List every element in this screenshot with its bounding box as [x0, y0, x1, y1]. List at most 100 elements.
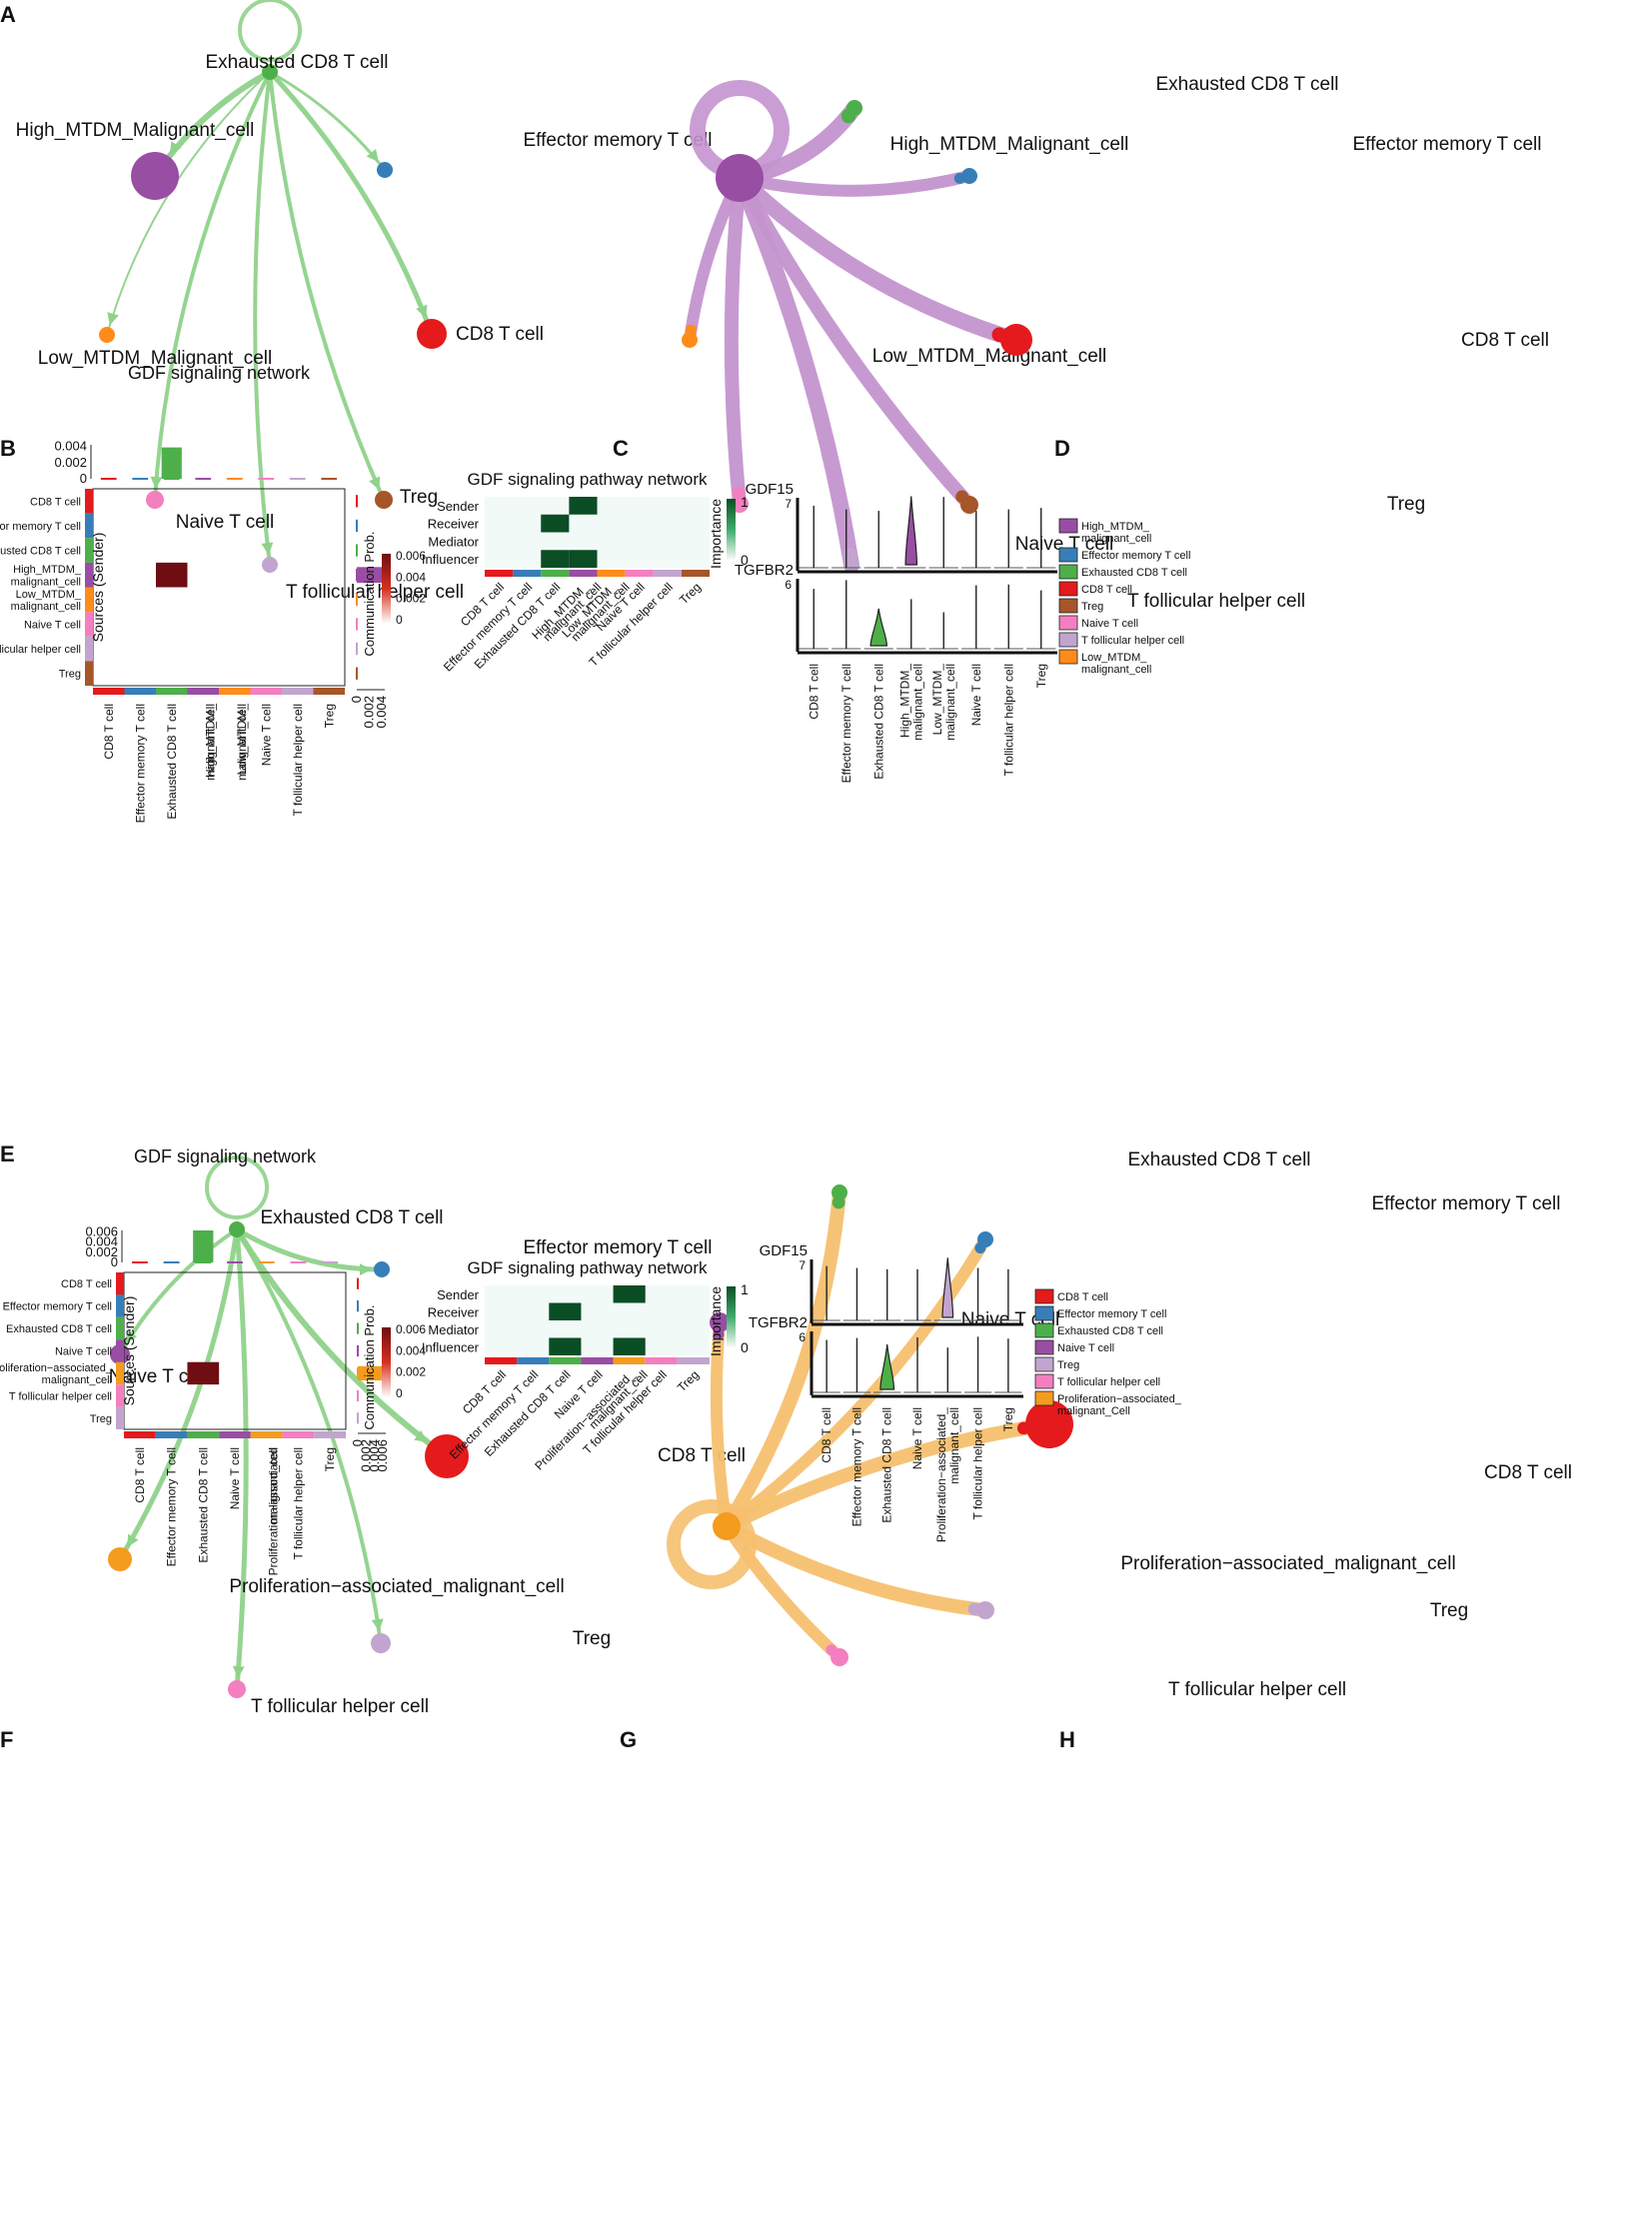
col-color-bar: [156, 688, 188, 695]
right-axis-tick: 0.004: [367, 1439, 382, 1472]
row-color-bar: [85, 562, 93, 588]
col-label: malignant_cell: [235, 704, 249, 781]
group-label: malignant_cell: [943, 664, 957, 741]
gene-label: GDF15: [760, 1242, 808, 1259]
row-label: Naive T cell: [24, 619, 81, 631]
legend-title: Communication Prob.: [362, 532, 377, 657]
label-line: Treg: [675, 1367, 702, 1394]
label-line: Sender: [437, 499, 480, 514]
legend-swatch: [1058, 615, 1078, 631]
node-label: CD8 T cell: [658, 1445, 746, 1466]
label-line: C: [613, 436, 629, 461]
group-label: Exhausted CD8 T cell: [871, 664, 885, 780]
label-line: 0.006: [396, 1322, 426, 1336]
col-label: malignant_cell: [203, 704, 217, 781]
violin-shape: [941, 1257, 954, 1318]
legend-swatch: [1058, 581, 1078, 597]
legend-tick: 0.004: [396, 1343, 426, 1357]
label-line: T follicular helper cell: [251, 1696, 429, 1717]
label-line: H: [1059, 1727, 1075, 1752]
gene-label: TGFBR2: [735, 562, 794, 579]
row-color-bar: [116, 1294, 124, 1317]
row-label: Receiver: [428, 517, 480, 532]
label-line: Naive T cell: [24, 619, 81, 631]
right-axis-tick: 0: [349, 696, 364, 703]
edge: [732, 170, 859, 573]
node: [108, 1547, 132, 1571]
node-label: T follicular helper cell: [1168, 1679, 1346, 1700]
role-heatmap-c: GDF signaling pathway networkSenderRecei…: [422, 470, 749, 675]
heatmap-cell: [541, 550, 570, 568]
legend-label: Exhausted CD8 T cell: [1081, 567, 1187, 579]
edge: [710, 1316, 733, 1532]
right-axis-tick: 0.002: [358, 1439, 373, 1472]
group-label: Treg: [1001, 1407, 1015, 1431]
label-line: D: [1054, 436, 1070, 461]
node-label: Exhausted CD8 T cell: [1155, 74, 1338, 95]
label-line: Receiver: [428, 1304, 480, 1319]
col-color-bar: [313, 688, 345, 695]
group-label: malignant_cell: [947, 1407, 961, 1484]
heatmap-cell: [541, 514, 570, 533]
label-line: Mediator: [428, 534, 479, 549]
group-label: Naive T cell: [969, 664, 983, 726]
group-label: Exhausted CD8 T cell: [880, 1407, 894, 1523]
label-line: Influencer: [422, 552, 480, 567]
label-line: F: [0, 1727, 13, 1752]
label-line: Receiver: [428, 517, 480, 532]
legend-swatch: [1058, 547, 1078, 563]
col-label: Proliferation−associated: [267, 1447, 281, 1575]
panel-letter-e: E: [0, 1141, 15, 1166]
top-axis-tick: 0.002: [85, 1244, 118, 1259]
label-line: malignant_cell: [11, 576, 81, 588]
right-axis-tick: 0: [350, 1439, 365, 1446]
label-line: Effector memory T cell: [3, 1301, 112, 1313]
label-line: malignant_cell: [235, 704, 249, 781]
node: [831, 1184, 847, 1200]
label-line: CD8 T cell: [820, 1407, 833, 1463]
node-label: Treg: [1387, 494, 1425, 515]
node: [961, 168, 977, 184]
label-line: 0.006: [85, 1224, 118, 1239]
label-line: malignant_cell: [947, 1407, 961, 1484]
legend-swatch: [1058, 564, 1078, 580]
row-label: Naive T cell: [55, 1346, 112, 1358]
node: [1025, 1400, 1073, 1448]
label-line: T follicular helper cell: [291, 704, 305, 817]
label-line: T follicular helper cell: [286, 582, 464, 603]
group-label: T follicular helper cell: [1001, 664, 1015, 777]
legend-label: Effector memory T cell: [1057, 1308, 1166, 1320]
edge-self-loop: [238, 0, 302, 62]
legend-tick: 0.006: [396, 1322, 426, 1336]
label-line: CD8 T cell: [1461, 330, 1549, 351]
legend-colorbar: [727, 1286, 736, 1348]
col-color-bar: [541, 570, 570, 577]
legend-swatch: [1034, 1322, 1054, 1338]
node: [228, 1680, 246, 1698]
label-line: 1: [741, 494, 749, 510]
label-line: Exhausted CD8 T cell: [0, 546, 81, 558]
col-color-bar: [613, 1357, 646, 1364]
row-label: T follicular helper cell: [9, 1390, 112, 1402]
label-line: Effector memory T cell: [849, 1407, 863, 1526]
legend-swatch: [1058, 649, 1078, 665]
label-line: Treg: [400, 487, 438, 508]
legend-swatch: [1034, 1390, 1054, 1406]
row-color-bar: [116, 1361, 124, 1385]
label-line: T follicular helper cell: [1127, 591, 1305, 612]
label-line: Proliferation−associated: [267, 1447, 281, 1575]
node-label: Treg: [1430, 1600, 1468, 1621]
node: [146, 491, 164, 509]
row-label: Mediator: [428, 1322, 479, 1337]
node-label: Naive T cell: [1015, 534, 1114, 555]
label-line: Importance: [708, 1286, 724, 1356]
label-line: Communication Prob.: [362, 1305, 377, 1430]
node-label: T follicular helper cell: [1127, 591, 1305, 612]
label-line: Effector memory T cell: [523, 1237, 712, 1258]
label-line: Low_MTDM_: [930, 664, 944, 736]
panel-letter-h: H: [1059, 1727, 1075, 1752]
node: [131, 152, 179, 200]
edge: [118, 1227, 239, 1356]
plot-frame: [123, 1271, 347, 1430]
heatmap-cell: [549, 1302, 582, 1320]
